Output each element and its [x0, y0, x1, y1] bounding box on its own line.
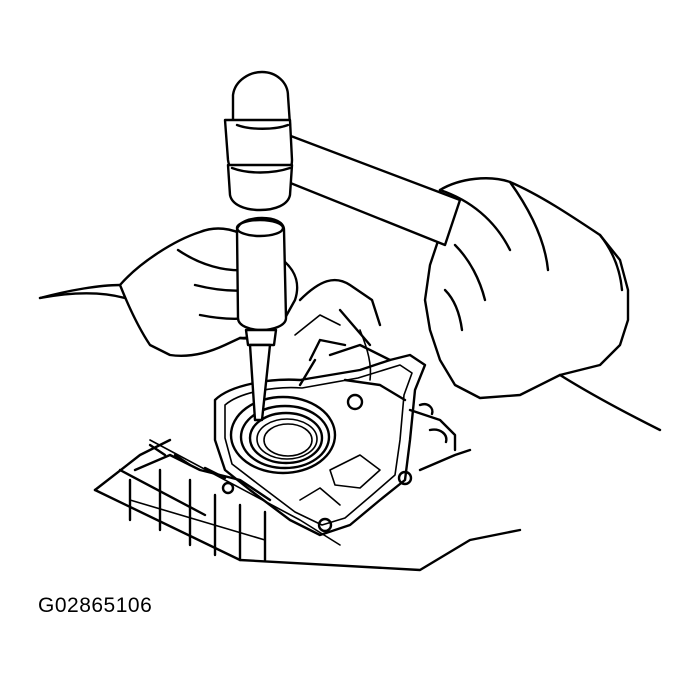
right-hand	[423, 177, 662, 432]
oil-seal	[229, 395, 337, 475]
engine-block	[38, 292, 522, 572]
housing-details	[294, 278, 382, 381]
hammer	[223, 70, 462, 247]
seal-driver-tool	[235, 216, 288, 422]
figure-caption: G02865106	[38, 594, 153, 617]
front-cover-gasket	[213, 338, 472, 537]
